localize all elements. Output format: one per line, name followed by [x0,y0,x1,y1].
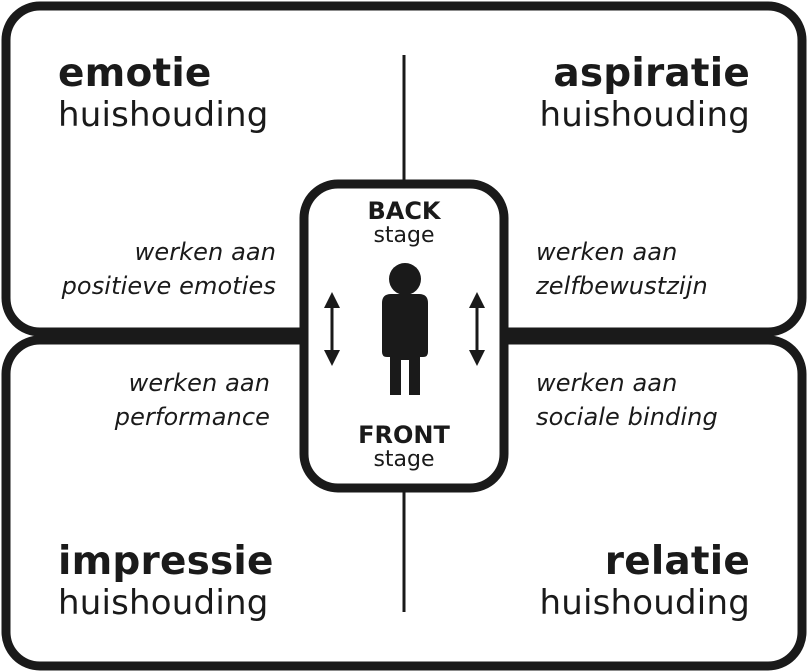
note-line: performance [114,403,270,432]
note-line: werken aan [536,369,678,397]
person-icon [382,263,428,395]
note-line: sociale binding [536,403,718,432]
quadrant-subtitle: huishouding [539,582,750,623]
backstage-title: BACK [367,197,441,225]
quadrant-impressie: impressie huishouding [58,540,274,622]
note-line: werken aan [536,238,678,266]
note-line: werken aan [128,369,270,397]
quadrant-subtitle: huishouding [539,94,750,135]
note-sociale-binding: werken aan sociale binding [536,366,718,434]
quadrant-title: impressie [58,539,274,584]
note-line: werken aan [134,238,276,266]
quadrant-relatie: relatie huishouding [539,540,750,622]
quadrant-title: aspiratie [553,51,750,96]
frontstage-title: FRONT [358,421,450,449]
note-performance: werken aan performance [115,366,270,434]
note-line: positieve emoties [61,272,276,301]
frontstage-label: FRONT stage [304,423,504,471]
double-arrow-right-icon [469,292,485,366]
backstage-label: BACK stage [304,199,504,247]
quadrant-subtitle: huishouding [58,94,269,135]
note-zelfbewustzijn: werken aan zelfbewustzijn [536,235,708,303]
quadrant-aspiratie: aspiratie huishouding [539,52,750,134]
backstage-subtitle: stage [373,223,435,248]
quadrant-title: relatie [604,539,750,584]
note-positieve-emoties: werken aan positieve emoties [62,235,276,303]
note-line: zelfbewustzijn [536,272,708,301]
quadrant-emotie: emotie huishouding [58,52,269,134]
quadrant-title: emotie [58,51,212,96]
quadrant-subtitle: huishouding [58,582,269,623]
frontstage-subtitle: stage [373,447,435,472]
double-arrow-left-icon [324,292,340,366]
